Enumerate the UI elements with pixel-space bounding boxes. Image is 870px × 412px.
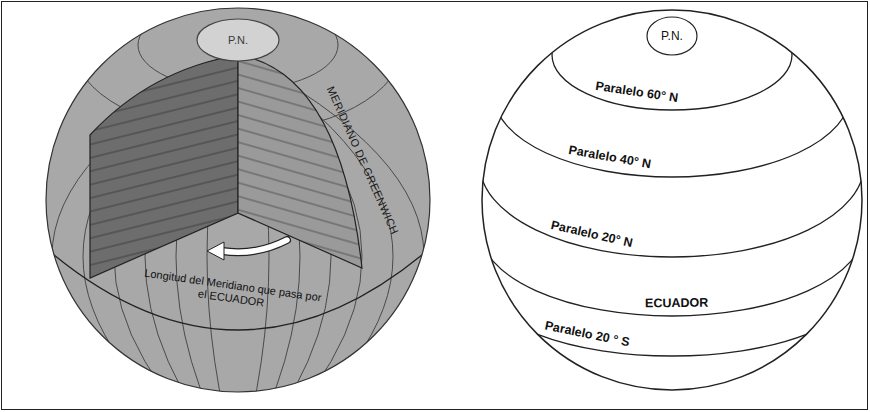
parallel-line	[494, 95, 850, 177]
rotation-arrowhead	[207, 242, 224, 260]
globe-outline	[482, 10, 862, 390]
meridian-line	[83, 55, 238, 412]
equator-line	[480, 230, 864, 316]
greenwich-plane-face	[238, 55, 362, 268]
meridian-lines	[52, 55, 424, 412]
meridian-line	[238, 55, 393, 412]
parallel-line	[552, 0, 792, 110]
pole-circle: P.N.	[646, 16, 698, 56]
pole-label: P.N.	[228, 34, 248, 46]
parallel-line	[480, 165, 864, 257]
rotation-arrow	[222, 240, 287, 252]
globe-outline	[46, 8, 430, 392]
meridian-line	[52, 55, 238, 412]
parallel-lines	[480, 0, 864, 356]
pole-outline	[647, 17, 697, 55]
pole-cap: P.N.	[196, 18, 280, 62]
equator-name: ECUADOR	[645, 296, 708, 311]
meridian-plane-face	[90, 55, 238, 278]
globe-body	[46, 8, 430, 392]
meridian-line	[238, 55, 424, 412]
pole-outline	[197, 19, 279, 61]
rotation-arrow-outline	[222, 240, 287, 252]
pole-label: P.N.	[661, 29, 683, 43]
parallel-line	[482, 282, 862, 356]
